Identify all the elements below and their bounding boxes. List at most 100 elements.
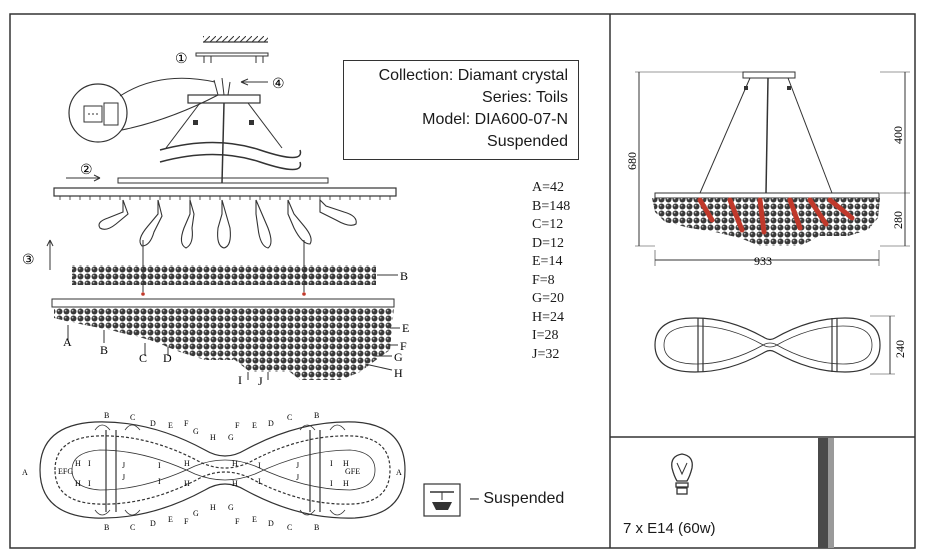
plan-view: [654, 317, 881, 373]
bulb-icon: [671, 453, 693, 495]
count-h: H=24: [532, 309, 565, 325]
svg-text:C: C: [139, 351, 147, 365]
svg-text:A: A: [63, 335, 72, 349]
series-label: Series: Toils: [482, 89, 568, 106]
suspended-icon: [423, 483, 461, 517]
svg-text:B: B: [314, 411, 319, 420]
step-4-label: ④: [272, 77, 285, 92]
ceiling-mount: [195, 36, 269, 63]
svg-text:J: J: [122, 473, 125, 482]
dim-total-height: 680: [625, 152, 639, 170]
svg-text:I: I: [330, 459, 333, 468]
curtain-frame: [51, 298, 395, 308]
dimension-lines: [635, 71, 910, 375]
svg-text:H: H: [75, 459, 81, 468]
count-i: I=28: [532, 328, 559, 343]
dim-depth: 240: [893, 340, 907, 358]
bulb-sockets: [98, 198, 357, 249]
suspended-legend-label: – Suspended: [470, 490, 565, 507]
svg-text:E: E: [252, 421, 257, 430]
svg-text:I: I: [258, 461, 261, 470]
svg-text:H: H: [210, 503, 216, 512]
svg-text:D: D: [150, 419, 156, 428]
top-view-plan: [39, 421, 406, 519]
callout-b: B: [400, 269, 408, 283]
svg-text:I: I: [88, 479, 91, 488]
curtain-letters: A B C D E F G H I J: [63, 321, 409, 388]
svg-text:G: G: [193, 427, 199, 436]
count-f: F=8: [532, 272, 555, 288]
svg-text:H: H: [184, 479, 190, 488]
svg-text:B: B: [104, 523, 109, 532]
collection-label: Collection: Diamant crystal: [378, 67, 568, 84]
svg-text:F: F: [184, 419, 189, 428]
svg-text:I: I: [258, 477, 261, 486]
bead-row-b: [72, 265, 376, 285]
count-e: E=14: [532, 254, 563, 269]
svg-text:I: I: [88, 459, 91, 468]
svg-text:D: D: [268, 519, 274, 528]
step-3-label: ③: [22, 253, 35, 268]
svg-text:B: B: [100, 343, 108, 357]
svg-text:J: J: [258, 374, 263, 388]
svg-text:B: B: [104, 411, 109, 420]
count-c: C=12: [532, 217, 564, 232]
svg-text:G: G: [228, 433, 234, 442]
svg-text:E: E: [402, 321, 409, 335]
svg-text:D: D: [163, 351, 172, 365]
svg-text:E: E: [168, 515, 173, 524]
crystal-count-list: A=42 B=148 C=12 D=12 E=14 F=8 G=20 H=24 …: [532, 179, 570, 364]
dim-cable-height: 400: [891, 126, 905, 144]
front-elevation: [652, 71, 880, 246]
crystal-curtain: [54, 307, 394, 380]
svg-text:I: I: [158, 477, 161, 486]
svg-text:D: D: [150, 519, 156, 528]
svg-text:F: F: [235, 421, 240, 430]
svg-text:E: E: [252, 515, 257, 524]
frame-bar: [53, 174, 397, 200]
step-2-label: ②: [80, 163, 93, 178]
svg-text:B: B: [314, 523, 319, 532]
svg-text:H: H: [184, 459, 190, 468]
canopy-detail: [68, 77, 302, 184]
svg-text:G: G: [228, 503, 234, 512]
svg-text:J: J: [296, 473, 299, 482]
type-label: Suspended: [487, 133, 568, 150]
curtain-callouts: [67, 325, 400, 380]
svg-text:H: H: [343, 479, 349, 488]
svg-text:EFG: EFG: [58, 467, 73, 476]
model-label: Model: DIA600-07-N: [422, 111, 568, 128]
step-1-label: ①: [175, 52, 188, 67]
accent-bar-light: [828, 438, 834, 548]
svg-text:G: G: [394, 350, 403, 364]
count-j: J=32: [532, 346, 560, 362]
dim-body-height: 280: [891, 211, 905, 229]
accent-bar-dark: [818, 438, 828, 548]
count-b: B=148: [532, 198, 571, 214]
svg-text:H: H: [343, 459, 349, 468]
svg-text:I: I: [158, 461, 161, 470]
svg-text:F: F: [400, 339, 407, 353]
count-d: D=12: [532, 235, 565, 251]
svg-text:H: H: [394, 366, 403, 380]
svg-text:I: I: [330, 479, 333, 488]
svg-text:C: C: [287, 413, 292, 422]
model-info-box: Collection: Diamant crystal Series: Toil…: [343, 60, 579, 160]
svg-text:G: G: [193, 509, 199, 518]
svg-text:H: H: [232, 459, 238, 468]
svg-text:C: C: [130, 413, 135, 422]
svg-text:C: C: [287, 523, 292, 532]
page-frame: [9, 13, 916, 549]
lamp-spec: 7 x E14 (60w): [623, 520, 716, 537]
svg-text:J: J: [122, 461, 125, 470]
svg-text:I: I: [238, 373, 242, 387]
svg-text:C: C: [130, 523, 135, 532]
svg-text:A: A: [22, 468, 28, 477]
count-a: A=42: [532, 180, 565, 195]
svg-text:A: A: [396, 468, 402, 477]
svg-text:H: H: [232, 479, 238, 488]
svg-text:H: H: [210, 433, 216, 442]
svg-text:GFE: GFE: [345, 467, 360, 476]
